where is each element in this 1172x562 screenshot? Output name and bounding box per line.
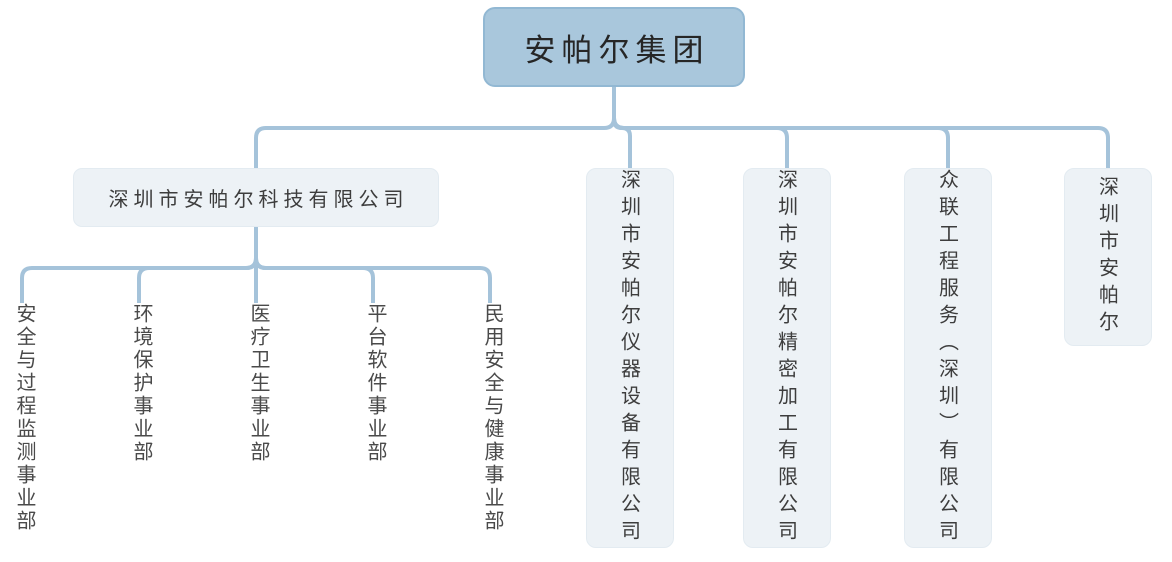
node-label: 深圳市安帕尔精密加工有限公司 bbox=[774, 169, 799, 547]
dept-platform-software: 平台软件事业部 bbox=[364, 303, 388, 464]
connector-root-to-tech bbox=[254, 87, 616, 168]
dept-environmental-protection: 环境保护事业部 bbox=[130, 303, 154, 464]
node-label: 深圳市安帕尔仪器设备有限公司 bbox=[617, 169, 642, 547]
dept-safety-process-monitoring: 安全与过程监测事业部 bbox=[13, 303, 37, 533]
node-anpaer-group[interactable]: 安帕尔集团 bbox=[483, 7, 745, 87]
dept-civil-safety-health: 民用安全与健康事业部 bbox=[481, 303, 505, 533]
node-anpaer-instrument[interactable]: 深圳市安帕尔仪器设备有限公司 bbox=[586, 168, 674, 548]
node-label: 深圳市安帕尔科技有限公司 bbox=[108, 187, 409, 211]
connector-tech-to-dept2 bbox=[137, 227, 258, 303]
node-zhonglian-engineering[interactable]: 众联工程服务（深圳）有限公司 bbox=[904, 168, 992, 548]
node-anpaer-precision[interactable]: 深圳市安帕尔精密加工有限公司 bbox=[743, 168, 831, 548]
node-label: 安帕尔集团 bbox=[524, 32, 710, 69]
dept-medical-health: 医疗卫生事业部 bbox=[247, 303, 271, 464]
node-label: 众联工程服务（深圳）有限公司 bbox=[935, 169, 960, 547]
node-anpaer-technology[interactable]: 深圳市安帕尔科技有限公司 bbox=[73, 168, 439, 227]
connector-tech-to-dept5 bbox=[254, 227, 492, 303]
node-label: 深圳市安帕尔 bbox=[1095, 176, 1120, 338]
node-shenzhen-anpaer[interactable]: 深圳市安帕尔 bbox=[1064, 168, 1152, 346]
connector-root-to-anpaer bbox=[612, 87, 1110, 168]
connector-tech-to-dept4 bbox=[254, 227, 375, 303]
